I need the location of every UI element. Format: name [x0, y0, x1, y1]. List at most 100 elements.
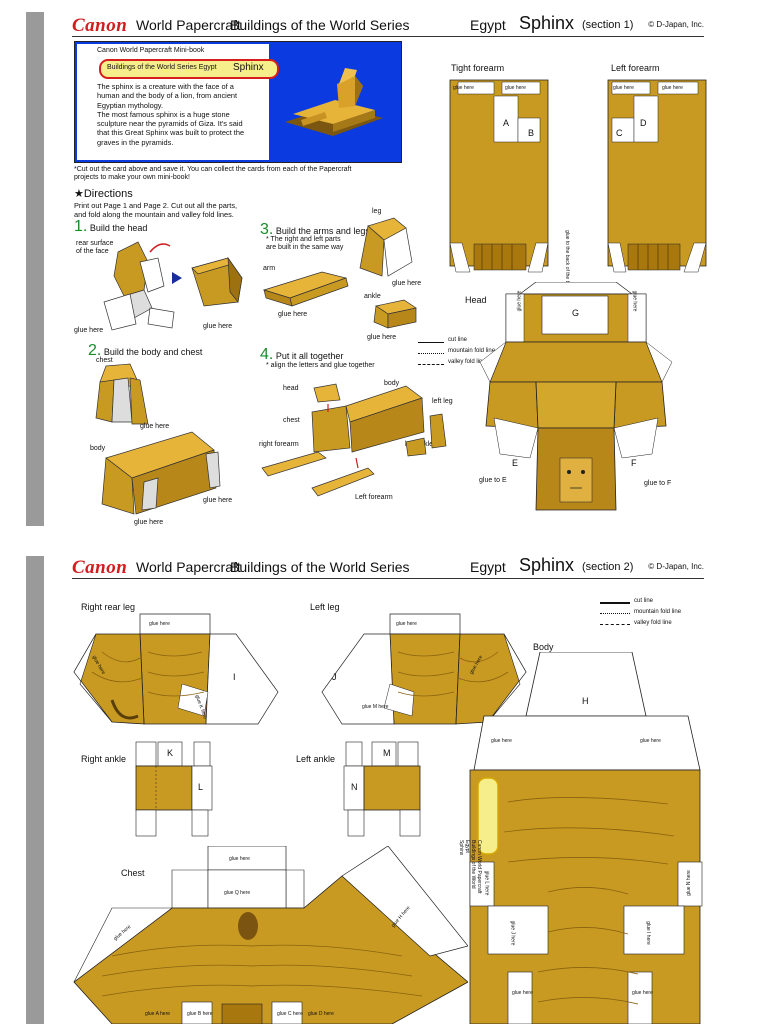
forearm-pieces: [449, 79, 707, 273]
glue-m: glue M here: [362, 704, 389, 710]
label-chest: Chest: [121, 868, 145, 878]
body-piece: [469, 652, 703, 1024]
badge-line: Sphinx: [458, 840, 464, 856]
legend-label: mountain fold line: [448, 348, 496, 354]
label-h: H: [582, 696, 589, 706]
legend-valley-line: [600, 624, 630, 625]
label-j: J: [332, 672, 337, 682]
step-3: 3. Build the arms and legs: [260, 221, 370, 239]
label-left-forearm: Left forearm: [611, 63, 660, 73]
step-2: 2. Build the body and chest: [88, 342, 202, 360]
note-line: * The right and left parts: [266, 236, 341, 243]
legend-cut-line: [418, 342, 444, 343]
legend-valley-line: [418, 364, 444, 365]
glue-body-right: glue here: [640, 738, 661, 744]
callout-head: head: [283, 385, 299, 392]
desc-line: graves in the pyramids.: [97, 137, 174, 147]
left-leg-piece: [321, 613, 527, 725]
callout-left-leg: left leg: [432, 398, 453, 405]
callout-glue-2: glue here: [203, 323, 233, 330]
header-series: Buildings of the World Series: [230, 17, 410, 33]
legend-label: cut line: [448, 337, 468, 343]
glue-a: glue A here: [145, 1011, 171, 1017]
right-rear-leg-piece: [73, 613, 279, 725]
header-country: Egypt: [470, 17, 506, 33]
page-sidebar-top: [26, 12, 44, 526]
glue-i: glue I here: [644, 921, 651, 945]
callout-glue-4: glue here: [203, 497, 233, 504]
callout-glue-6: glue here: [392, 280, 422, 287]
label-e: E: [512, 458, 519, 468]
callout-body-2: body: [384, 380, 400, 387]
label-m: M: [383, 748, 391, 758]
callout-glue-1: glue here: [74, 327, 104, 334]
header-title: World Papercraft: [136, 17, 241, 33]
chest-assembly-diagram: [95, 363, 149, 425]
glue-head-left: glue here: [516, 290, 523, 312]
callout-glue-7: glue here: [278, 311, 308, 318]
label-i: I: [233, 672, 236, 682]
header-rule: [72, 578, 704, 579]
label-head: Head: [465, 295, 487, 305]
glue-tf-2: glue here: [505, 85, 526, 91]
pill-name: Sphinx: [233, 62, 264, 73]
callout-left-forearm: Left forearm: [355, 494, 393, 501]
label-right-rear-leg: Right rear leg: [81, 602, 136, 612]
glue-lf-1: glue here: [613, 85, 634, 91]
card-title: Canon World Papercraft Mini-book: [97, 47, 205, 54]
section1-header: Canon World Papercraft Buildings of the …: [72, 12, 704, 38]
callout-body: body: [90, 445, 106, 452]
glue-tf-1: glue here: [453, 85, 474, 91]
label-tight-forearm: Tight forearm: [451, 63, 505, 73]
step-number: 1.: [74, 218, 88, 235]
glue-d: glue D here: [308, 1011, 334, 1017]
directions-line: and fold along the mountain and valley f…: [74, 210, 234, 219]
cut-note-line: projects to make your own mini-book!: [74, 174, 190, 181]
cut-note: *Cut out the card above and save it. You…: [74, 166, 351, 182]
callout-arm: arm: [263, 265, 276, 272]
label-f: F: [631, 458, 637, 468]
header-name: Sphinx: [519, 555, 575, 575]
label-n: N: [351, 782, 358, 792]
mini-book-card: Canon World Papercraft Mini-book Buildin…: [74, 41, 402, 163]
page-sidebar-bottom: [26, 556, 44, 1024]
label-a: A: [503, 118, 510, 128]
callout-glue-8: glue here: [367, 334, 397, 341]
step-label: Build the head: [89, 223, 148, 233]
copyright: © D-Japan, Inc.: [648, 562, 704, 571]
step-number: 2.: [88, 342, 102, 359]
legend-label: cut line: [634, 598, 654, 604]
label-d: D: [640, 118, 647, 128]
glue-ll-top: glue here: [396, 621, 417, 627]
leg-assembly-diagram: [359, 217, 413, 277]
directions-text: Print out Page 1 and Page 2. Cut out all…: [74, 201, 237, 219]
badge-line: Canon World Papercraft: [476, 840, 482, 894]
glue-c: glue C here: [277, 1011, 303, 1017]
step-label: Put it all together: [275, 351, 344, 361]
chest-piece: [73, 846, 468, 1024]
pill-series: Buildings of the World Series Egypt: [107, 64, 217, 71]
legend-cut-line: [600, 602, 630, 604]
glue-chest-top: glue here: [229, 856, 250, 862]
note-line: are built in the same way: [266, 244, 344, 251]
callout-line: of the face: [76, 248, 109, 255]
step-1: 1. Build the head: [74, 218, 147, 236]
callout-chest: chest: [96, 357, 113, 364]
desc-line: The most famous sphinx is a huge stone: [97, 109, 230, 119]
step-3-note: * The right and left parts are built in …: [266, 236, 343, 252]
directions-title: ★Directions: [74, 188, 133, 200]
glue-b: glue B here: [187, 1011, 213, 1017]
left-ankle-piece: [343, 741, 421, 837]
label-b: B: [528, 128, 535, 138]
glue-body-bl: glue here: [512, 990, 533, 996]
callout-glue-5: glue here: [134, 519, 164, 526]
label-k: K: [167, 748, 174, 758]
glue-to-f: glue to F: [644, 480, 672, 487]
step-number: 3.: [260, 221, 274, 238]
legend-label: valley fold line: [448, 359, 486, 365]
header-name: Sphinx: [519, 13, 575, 33]
sphinx-model-image: [285, 68, 383, 136]
header-title: World Papercraft: [136, 559, 241, 575]
label-c: C: [616, 128, 623, 138]
desc-line: The sphinx is a creature with the face o…: [97, 82, 234, 91]
